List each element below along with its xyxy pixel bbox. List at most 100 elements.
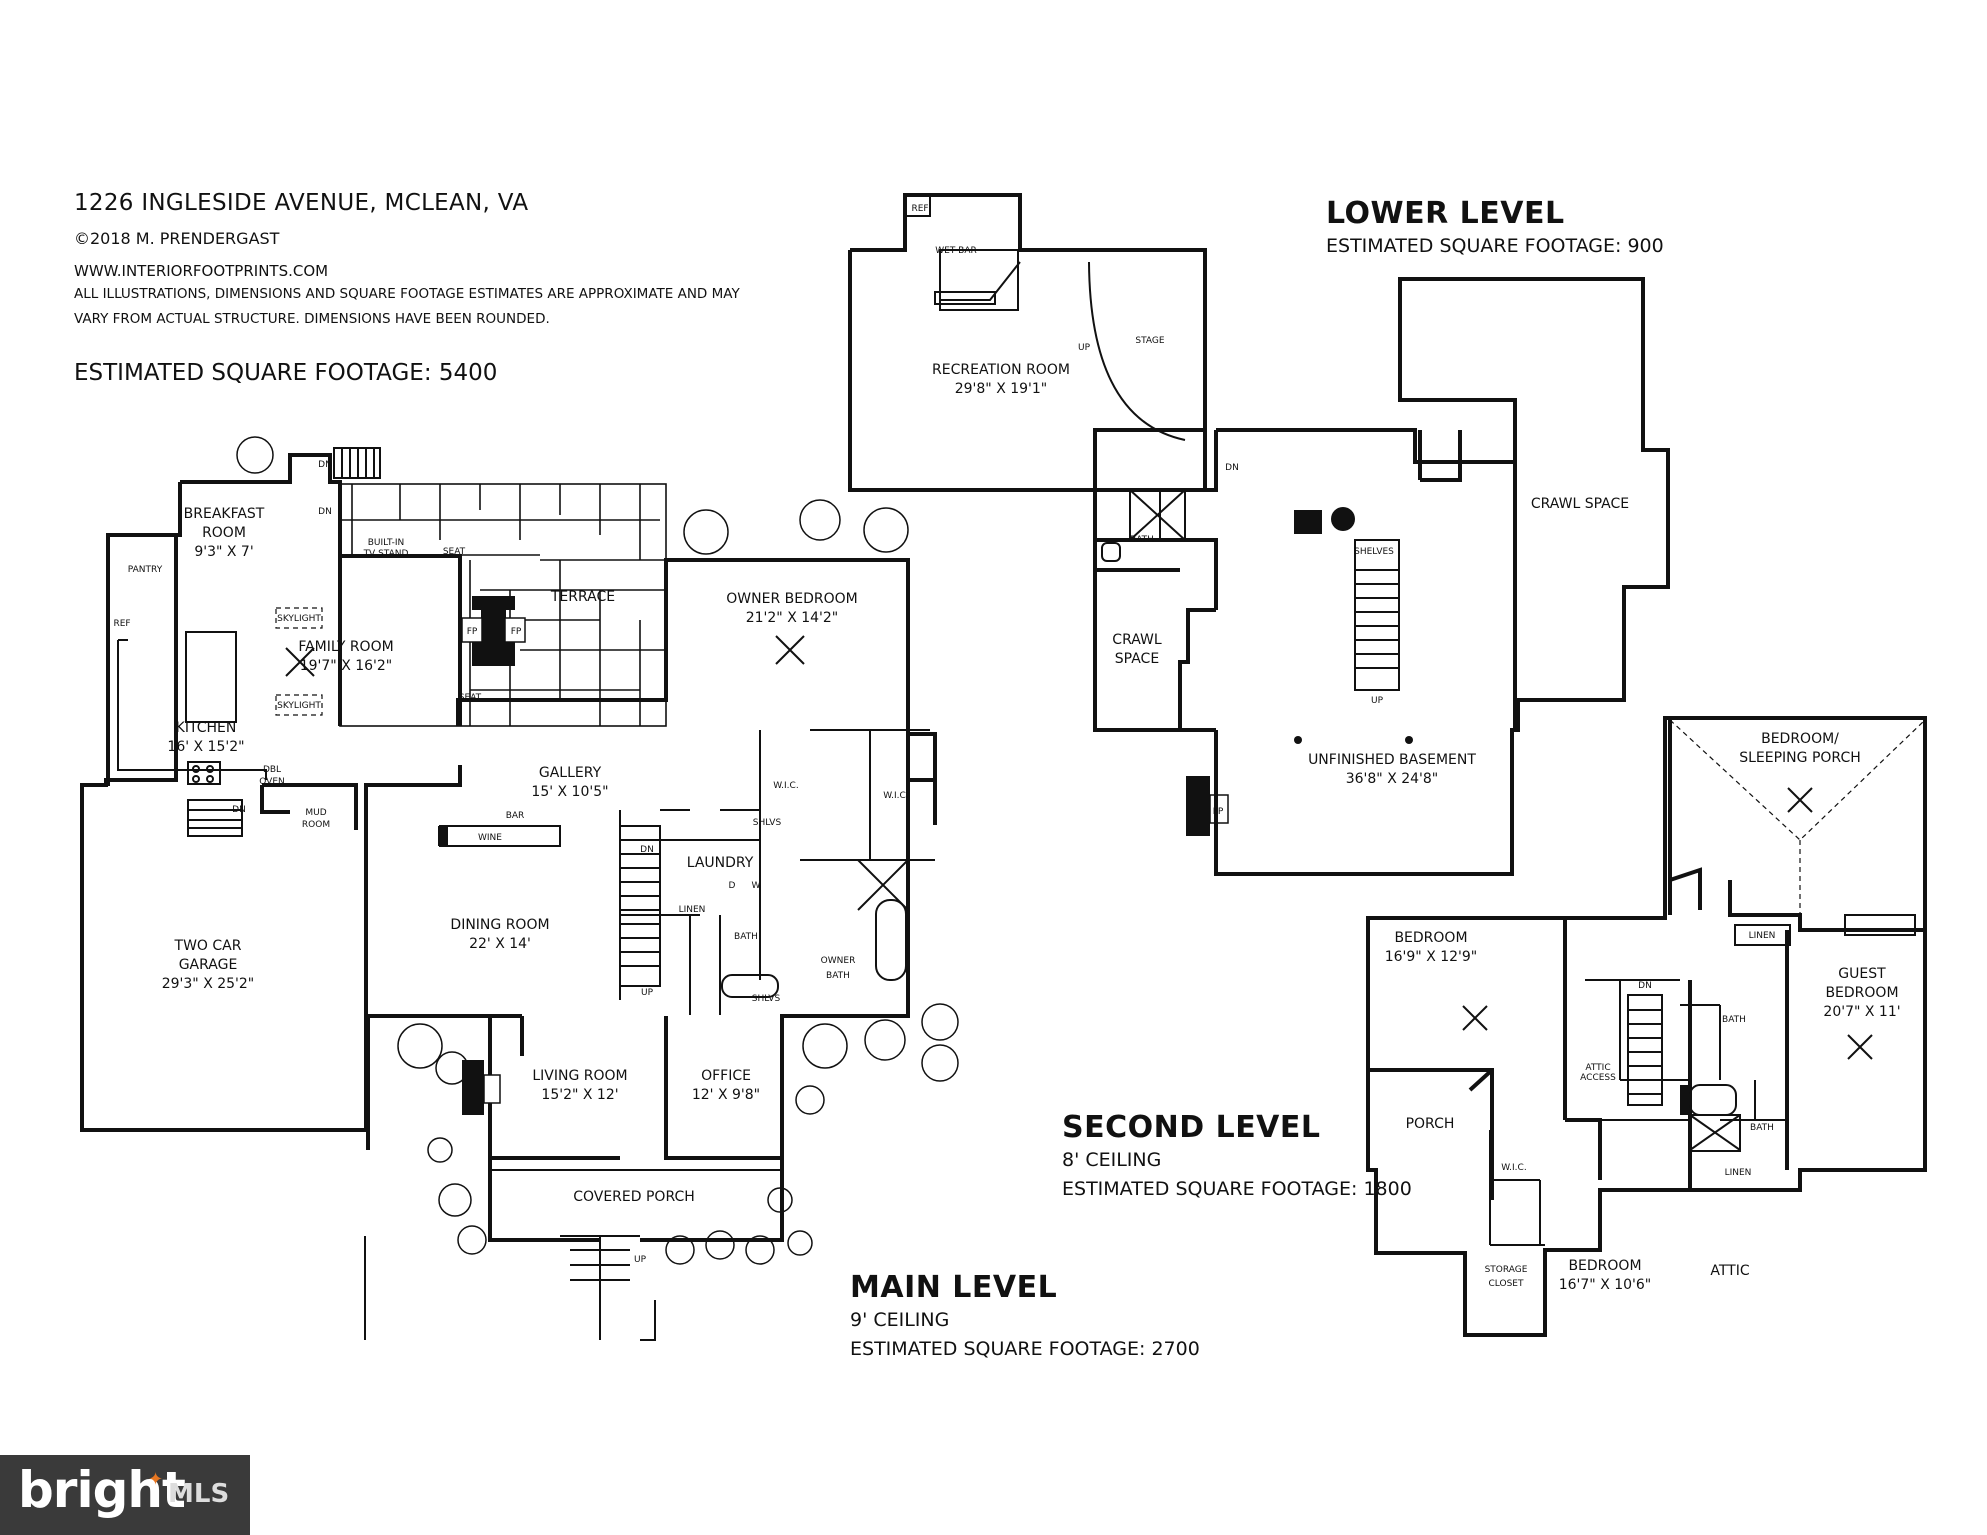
ceiling-fans bbox=[285, 635, 805, 677]
garage-label-2: GARAGE bbox=[179, 957, 238, 973]
crawl-space-1-label-2: SPACE bbox=[1115, 651, 1159, 667]
stage-label: STAGE bbox=[1135, 336, 1164, 346]
sleeping-porch-label: BEDROOM/ bbox=[1761, 731, 1839, 747]
lower-bath-label: BATH bbox=[1130, 535, 1154, 545]
family-room-dim: 19'7" X 16'2" bbox=[300, 658, 393, 674]
second-level-sqft: ESTIMATED SQUARE FOOTAGE: 1800 bbox=[1062, 1178, 1412, 1200]
guest-bedroom-label: GUEST bbox=[1838, 966, 1886, 982]
second-dn-label: DN bbox=[1638, 981, 1652, 991]
basement-dim: 36'8" X 24'8" bbox=[1346, 771, 1439, 787]
second-level-label: SECOND LEVEL 8' CEILING ESTIMATED SQUARE… bbox=[1062, 1110, 1412, 1204]
main-dn-label-4: DN bbox=[640, 845, 654, 855]
office-label: OFFICE bbox=[701, 1068, 751, 1084]
bedroom-1-label: BEDROOM bbox=[1394, 930, 1467, 946]
garage-dim: 29'3" X 25'2" bbox=[162, 976, 255, 992]
second-exterior-walls bbox=[1366, 716, 1927, 1337]
main-up-label: UP bbox=[641, 988, 654, 998]
bedroom-1-dim: 16'9" X 12'9" bbox=[1385, 949, 1478, 965]
wine-label: WINE bbox=[478, 833, 502, 843]
main-level-title: MAIN LEVEL bbox=[850, 1270, 1058, 1305]
owner-bath-label-2: BATH bbox=[826, 971, 850, 981]
basement-label: UNFINISHED BASEMENT bbox=[1308, 752, 1476, 768]
living-room-dim: 15'2" X 12' bbox=[541, 1087, 618, 1103]
main-bath-label: BATH bbox=[734, 932, 758, 942]
skylight-2 bbox=[275, 694, 323, 716]
bright-mls-logo: bright ✦ MLS bbox=[0, 1455, 250, 1535]
garage-label: TWO CAR bbox=[174, 938, 242, 954]
main-stairs bbox=[187, 447, 661, 987]
breakfast-room-label-2: ROOM bbox=[202, 525, 246, 541]
second-stairs bbox=[1627, 994, 1663, 1106]
mud-room-label: MUD bbox=[305, 808, 326, 818]
sleeping-porch-roof-lines bbox=[1669, 719, 1926, 915]
main-dn-label-3: DN bbox=[318, 507, 332, 517]
breakfast-room-dim: 9'3" X 7' bbox=[194, 544, 253, 560]
fp-label-2: FP bbox=[511, 627, 522, 637]
office-dim: 12' X 9'8" bbox=[692, 1087, 760, 1103]
logo-suffix: MLS bbox=[168, 1479, 230, 1509]
crawl-space-1-label: CRAWL bbox=[1112, 632, 1162, 648]
second-ceiling-fans bbox=[1462, 787, 1873, 1060]
lower-level-plan bbox=[848, 193, 1670, 876]
lower-dn-label: DN bbox=[1225, 463, 1239, 473]
second-bath-label-1: BATH bbox=[1722, 1015, 1746, 1025]
storage-closet-label: STORAGE bbox=[1485, 1265, 1528, 1275]
second-level-ceiling: 8' CEILING bbox=[1062, 1149, 1162, 1171]
builtin-label-2: TV STAND bbox=[363, 549, 409, 559]
main-exterior-walls bbox=[80, 453, 910, 1242]
lower-fp-label: FP bbox=[1213, 807, 1224, 817]
second-wic-label: W.I.C. bbox=[1501, 1163, 1526, 1173]
breakfast-room-label: BREAKFAST bbox=[184, 506, 265, 522]
fp-label-1: FP bbox=[467, 627, 478, 637]
main-dn-label-1: DN bbox=[232, 805, 246, 815]
sleeping-porch-label-2: SLEEPING PORCH bbox=[1739, 750, 1861, 766]
mud-room-label-2: ROOM bbox=[302, 820, 330, 830]
disclaimer: ALL ILLUSTRATIONS, DIMENSIONS AND SQUARE… bbox=[74, 286, 740, 327]
family-room-label: FAMILY ROOM bbox=[298, 639, 393, 655]
linen-label-second-2: LINEN bbox=[1725, 1168, 1752, 1178]
attic-access-label: ATTIC bbox=[1585, 1063, 1610, 1073]
dryer-label: D bbox=[729, 881, 736, 891]
kitchen-island bbox=[185, 631, 237, 723]
main-level-label: MAIN LEVEL 9' CEILING ESTIMATED SQUARE F… bbox=[850, 1270, 1200, 1364]
wic-label-2: W.I.C. bbox=[883, 791, 908, 801]
logo-accent-star-icon: ✦ bbox=[148, 1469, 164, 1490]
basement-up-label: UP bbox=[1371, 696, 1384, 706]
recreation-room-label: RECREATION ROOM bbox=[932, 362, 1070, 378]
living-room-label: LIVING ROOM bbox=[532, 1068, 627, 1084]
shlvs-label-1: SHLVS bbox=[753, 818, 782, 828]
landscape-trees bbox=[236, 436, 959, 1265]
wic-label-1: W.I.C. bbox=[773, 781, 798, 791]
guest-bedroom-label-2: BEDROOM bbox=[1825, 985, 1898, 1001]
attic-access-label-2: ACCESS bbox=[1580, 1073, 1616, 1083]
bedroom-2-label: BEDROOM bbox=[1568, 1258, 1641, 1274]
kitchen-label: KITCHEN bbox=[176, 720, 237, 736]
linen-label-main: LINEN bbox=[679, 905, 706, 915]
dining-room-label: DINING ROOM bbox=[450, 917, 549, 933]
kitchen-dim: 16' X 15'2" bbox=[167, 739, 244, 755]
dbl-oven-label: DBL bbox=[263, 765, 281, 775]
seat-label-1: SEAT bbox=[443, 547, 466, 557]
guest-bedroom-dim: 20'7" X 11' bbox=[1823, 1004, 1900, 1020]
total-square-footage: ESTIMATED SQUARE FOOTAGE: 5400 bbox=[74, 360, 498, 386]
lower-ref-label: REF bbox=[911, 204, 928, 214]
covered-porch-label: COVERED PORCH bbox=[573, 1189, 695, 1205]
owner-bedroom-label: OWNER BEDROOM bbox=[726, 591, 857, 607]
recreation-room-dim: 29'8" X 19'1" bbox=[955, 381, 1048, 397]
dining-room-dim: 22' X 14' bbox=[469, 936, 531, 952]
copyright: ©2018 M. PRENDERGAST bbox=[74, 229, 280, 248]
second-bath-label-2: BATH bbox=[1750, 1123, 1774, 1133]
skylight-1 bbox=[275, 607, 323, 629]
main-up-label-2: UP bbox=[634, 1255, 647, 1265]
lower-level-label: LOWER LEVEL ESTIMATED SQUARE FOOTAGE: 90… bbox=[1326, 196, 1664, 261]
second-level-title: SECOND LEVEL bbox=[1062, 1110, 1321, 1145]
builtin-label: BUILT-IN bbox=[368, 538, 405, 548]
main-dn-label-2: DN bbox=[318, 460, 332, 470]
gallery-dim: 15' X 10'5" bbox=[531, 784, 608, 800]
laundry-label: LAUNDRY bbox=[687, 855, 754, 871]
skylight-label-2: SKYLIGHT bbox=[277, 701, 321, 711]
bar-label: BAR bbox=[506, 811, 525, 821]
lower-level-title: LOWER LEVEL bbox=[1326, 196, 1565, 231]
seat-label-2: SEAT bbox=[459, 693, 482, 703]
lower-up-label: UP bbox=[1078, 343, 1091, 353]
